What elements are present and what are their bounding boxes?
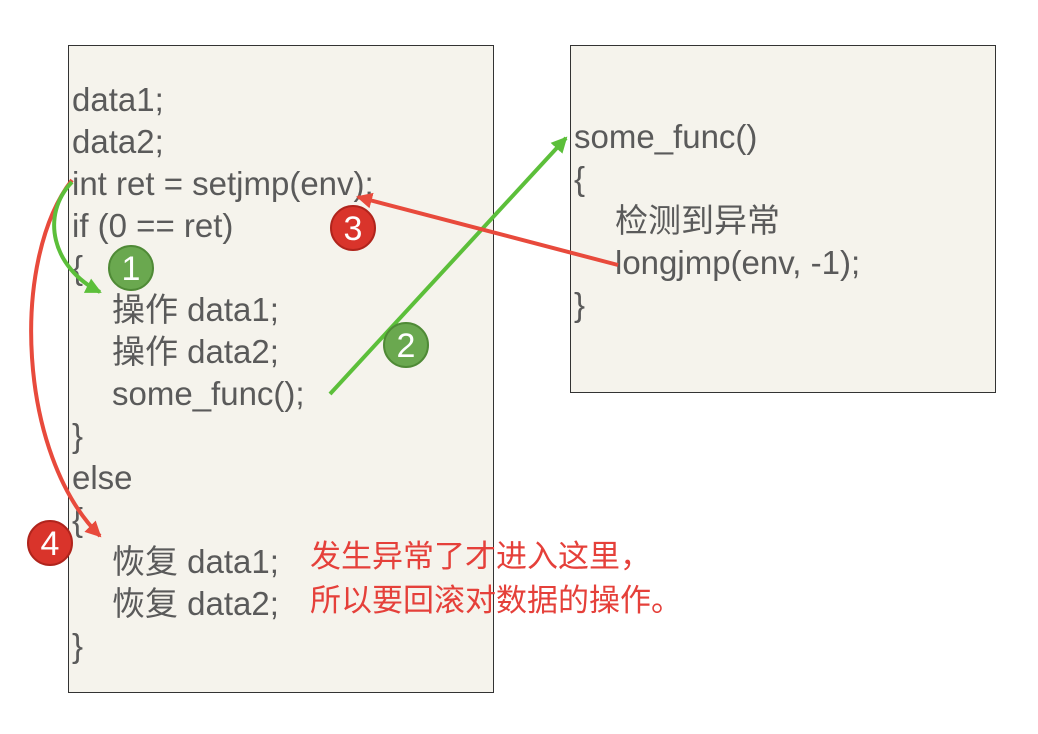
code-line-setjmp: int ret = setjmp(env); (72, 165, 374, 202)
step-marker-label: 4 (41, 525, 60, 563)
some-func-box (570, 45, 996, 393)
code-line-data2: data2; (72, 123, 164, 160)
code-line-op-data1: 操作 data1; (112, 291, 279, 328)
note-line-2: 所以要回滚对数据的操作。 (310, 583, 682, 618)
code-line-open-brace: { (72, 249, 84, 286)
func-line-longjmp: longjmp(env, -1); (615, 244, 861, 281)
code-line-data1: data1; (72, 81, 164, 118)
code-line-restore-data1: 恢复 data1; (112, 543, 279, 580)
note-line-1: 发生异常了才进入这里， (310, 539, 651, 574)
func-line-signature: some_func() (574, 118, 758, 155)
func-line-detect: 检测到异常 (615, 202, 780, 239)
code-line-close-brace: } (72, 417, 84, 454)
code-line-close-brace: } (72, 627, 84, 664)
code-line-else: else (72, 459, 133, 496)
code-line-restore-data2: 恢复 data2; (112, 585, 279, 622)
code-line-if: if (0 == ret) (72, 207, 234, 244)
code-line-some-func-call: some_func(); (112, 375, 305, 412)
func-line-open-brace: { (574, 160, 586, 197)
step-marker-4: 4 (27, 520, 73, 566)
func-line-close-brace: } (574, 286, 586, 323)
code-line-open-brace: { (72, 501, 84, 538)
code-line-op-data2: 操作 data2; (112, 333, 279, 370)
